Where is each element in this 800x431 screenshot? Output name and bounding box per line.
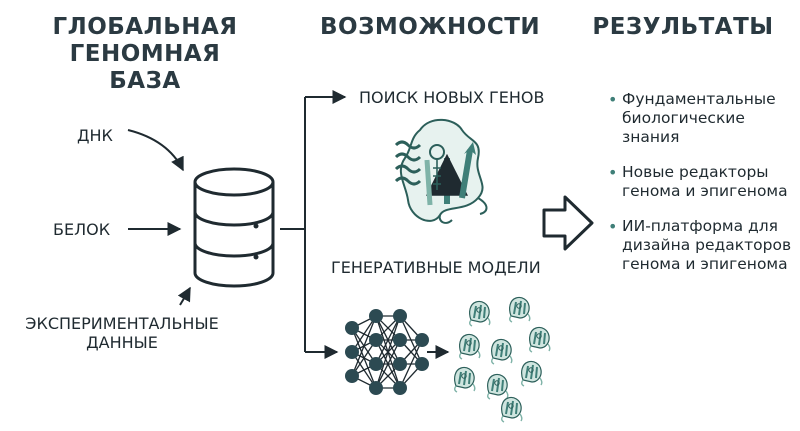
results-list: Фундаментальные биологические знания Нов…: [608, 90, 800, 290]
result-item-editors: Новые редакторы генома и эпигенома: [608, 163, 800, 201]
network-node: [415, 357, 429, 371]
network-node: [393, 381, 407, 395]
network-node: [415, 333, 429, 347]
network-node: [345, 321, 359, 335]
network-node: [393, 309, 407, 323]
generative-models-label: ГЕНЕРАТИВНЫЕ МОДЕЛИ: [331, 258, 541, 277]
network-node: [393, 333, 407, 347]
database-icon: [193, 167, 275, 288]
network-node: [369, 333, 383, 347]
gene-search-label: ПОИСК НОВЫХ ГЕНОВ: [359, 88, 545, 107]
network-node: [369, 381, 383, 395]
network-node: [345, 369, 359, 383]
neural-network-icon: [345, 309, 429, 395]
network-edge: [351, 315, 377, 353]
dna-arrow: [127, 129, 184, 172]
network-node: [369, 309, 383, 323]
capabilities-heading: ВОЗМОЖНОСТИ: [320, 14, 541, 40]
database-heading: ГЛОБАЛЬНАЯ ГЕНОМНАЯ БАЗА: [30, 14, 260, 95]
result-item-ai-platform: ИИ-платформа для дизайна редакторов гено…: [608, 217, 800, 274]
network-node: [369, 357, 383, 371]
hollow-right-arrow-icon: [542, 195, 594, 251]
network-edge: [375, 339, 401, 389]
network-node: [345, 345, 359, 359]
network-edge: [351, 339, 377, 377]
branch-connector: [280, 90, 347, 359]
results-heading: РЕЗУЛЬТАТЫ: [592, 14, 774, 40]
protein-label: БЕЛОК: [53, 220, 111, 239]
experimental-data-label: ЭКСПЕРИМЕНТАЛЬНЫЕ ДАННЫЕ: [6, 314, 238, 352]
network-edge: [351, 315, 377, 377]
dna-label: ДНК: [77, 126, 113, 145]
experimental-data-line1: ЭКСПЕРИМЕНТАЛЬНЫЕ: [25, 314, 219, 333]
network-edge: [399, 339, 423, 389]
experimental-data-line2: ДАННЫЕ: [86, 333, 158, 352]
network-node: [393, 357, 407, 371]
network-edge: [375, 315, 401, 365]
generated-proteins-cluster: [453, 296, 551, 423]
experimental-arrow: [177, 286, 191, 306]
protein-structure-icon: [394, 118, 488, 224]
network-edge: [375, 315, 401, 389]
result-item-knowledge: Фундаментальные биологические знания: [608, 90, 800, 147]
database-heading-line1: ГЛОБАЛЬНАЯ: [52, 14, 238, 40]
database-heading-line2: ГЕНОМНАЯ БАЗА: [69, 41, 221, 94]
